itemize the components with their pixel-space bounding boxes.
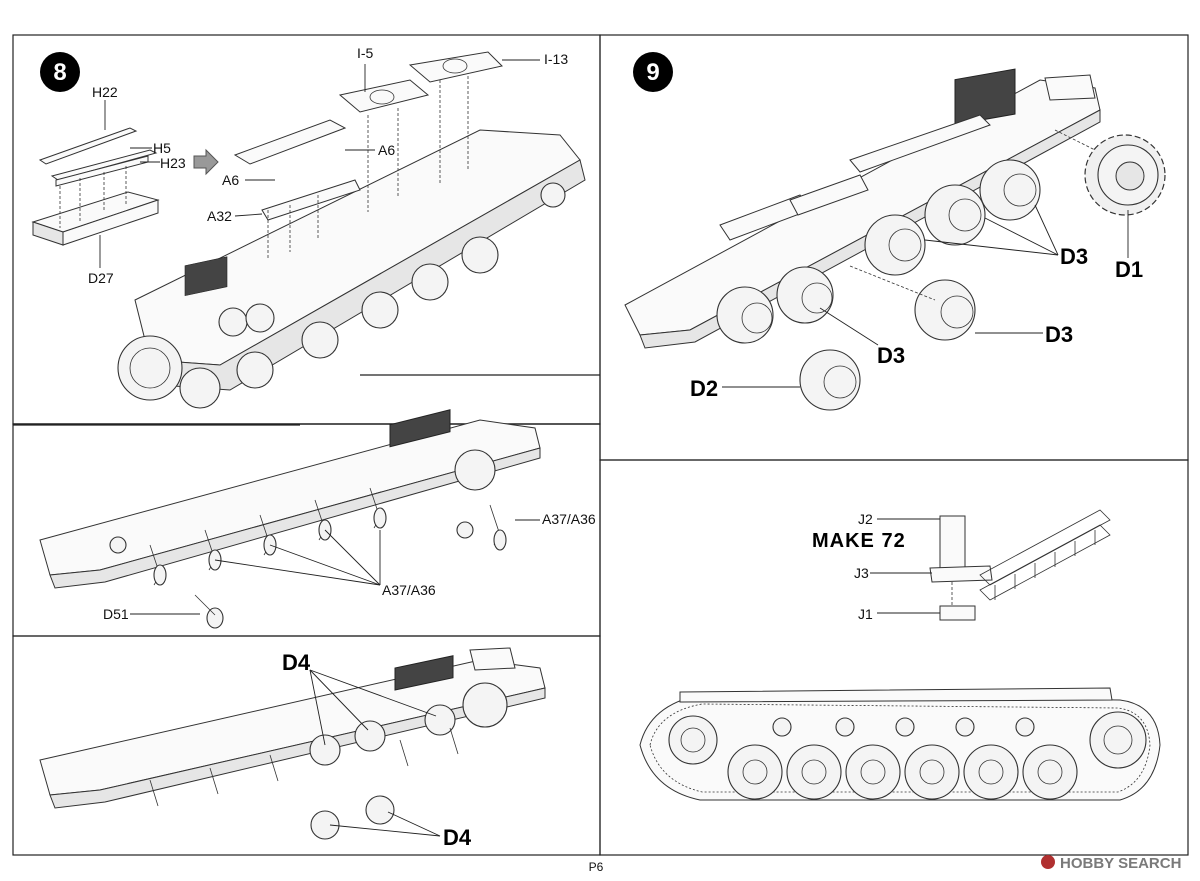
label-d2: D2 [690,376,718,401]
completed-side-view [639,687,1161,801]
step8b-hull [39,409,541,629]
sprocket-d1 [1084,134,1166,216]
step9-leaders [722,204,1129,388]
step9-badge: 9 [633,52,673,92]
step8b-leaders [130,519,540,615]
track-run-preview [979,509,1111,601]
step8c-leaders [309,669,441,837]
label-h5: H5 [153,140,171,156]
step8b-panel: A37/A36 A37/A36 D51 [39,409,596,629]
track-link-explode [929,509,1111,621]
label-a37-a36-bottom: A37/A36 [382,582,436,598]
watermark-logo-icon [1041,855,1055,869]
label-d3-c: D3 [877,343,905,368]
label-d1: D1 [1115,257,1143,282]
step9-number: 9 [646,59,659,86]
step8-number: 8 [53,59,66,86]
watermark-text: HOBBY SEARCH [1060,855,1181,872]
label-h22: H22 [92,84,118,100]
label-h23: H23 [160,155,186,171]
label-d4-bottom: D4 [443,825,472,850]
step9b-leaders [870,518,940,614]
label-j2: J2 [858,511,873,527]
label-d3-b: D3 [1045,322,1073,347]
label-d4-top: D4 [282,650,311,675]
label-a37-a36-right: A37/A36 [542,511,596,527]
label-i5: I-5 [357,45,374,61]
step8-hull [117,51,586,409]
step8-subassembly [31,127,160,246]
label-d27: D27 [88,270,114,286]
suspension-arms [149,487,507,629]
watermark: HOBBY SEARCH [1041,855,1181,872]
label-d51: D51 [103,606,129,622]
step8-main-leaders [234,59,540,217]
step9-panel: 9 [624,52,1166,411]
step8-sub-leaders [99,100,160,268]
label-a6-right: A6 [378,142,395,158]
label-a6-left: A6 [222,172,239,188]
step8c-panel: D4 D4 [39,647,546,850]
step8-panel: 8 H22 H5 H23 D27 [31,45,586,409]
make-quantity-text: MAKE 72 [812,530,906,552]
step8-badge: 8 [40,52,80,92]
label-a32: A32 [207,208,232,224]
label-i13: I-13 [544,51,568,67]
assembly-arrow-icon [193,148,219,176]
label-j1: J1 [858,606,873,622]
label-j3: J3 [854,565,869,581]
label-d3-a: D3 [1060,244,1088,269]
step9-hull [624,68,1101,349]
step9-wheels [716,129,1166,411]
step9b-panel: MAKE 72 J2 J3 J1 [639,509,1161,801]
page-number: P6 [589,860,604,874]
step8c-hull [39,647,546,840]
